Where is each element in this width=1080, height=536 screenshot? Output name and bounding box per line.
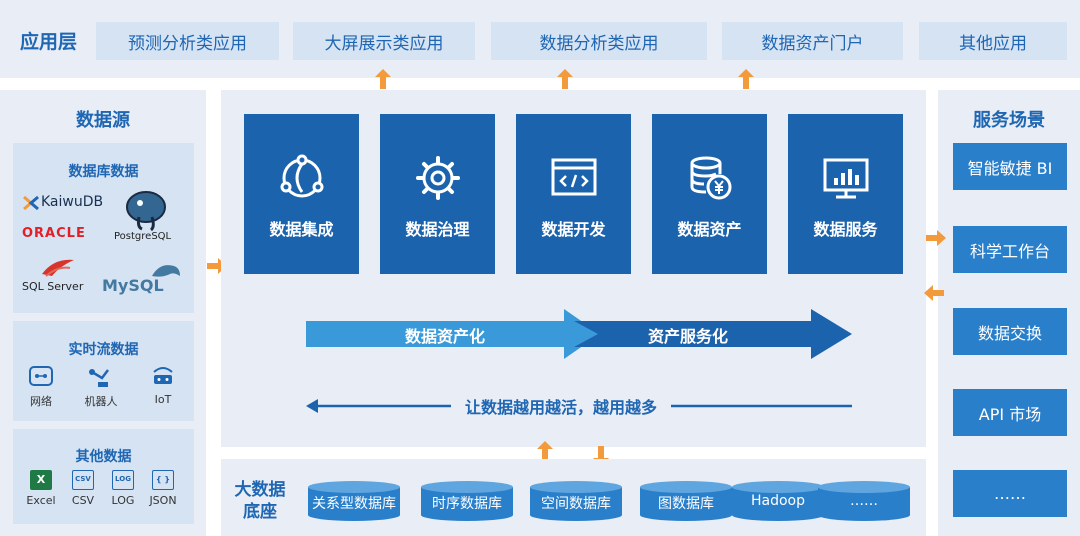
sql-server-logo: SQL Server xyxy=(22,280,84,293)
card-label: 数据服务 xyxy=(813,220,878,239)
card-data-assets[interactable]: 数据资产 xyxy=(652,114,767,274)
service-item-bi[interactable]: 智能敏捷 BI xyxy=(953,143,1067,190)
database-yen-icon xyxy=(690,156,731,200)
big-data-base-title: 大数据 底座 xyxy=(228,479,292,523)
graph-db-label: 图数据库 xyxy=(658,496,714,512)
robot-label: 机器人 xyxy=(84,395,118,408)
robot-arm-icon xyxy=(89,369,109,387)
other-data-title: 其他数据 xyxy=(75,449,132,465)
cylinder-more xyxy=(818,481,910,521)
network-label: 网络 xyxy=(30,395,52,408)
assetization-arrow xyxy=(306,309,600,359)
json-file-icon: { } xyxy=(152,470,174,490)
realtime-stream-box xyxy=(13,321,194,421)
integration-icon xyxy=(280,154,323,198)
card-data-services[interactable]: 数据服务 xyxy=(788,114,903,274)
application-layer-title: 应用层 xyxy=(20,31,78,53)
json-label: JSON xyxy=(149,494,177,507)
card-label: 数据资产 xyxy=(677,220,742,239)
data-source-title: 数据源 xyxy=(76,110,130,131)
left-arrow-icon xyxy=(924,285,944,301)
app-item-other[interactable]: 其他应用 xyxy=(919,22,1067,60)
iot-icon xyxy=(153,367,173,384)
up-arrow-icon xyxy=(738,69,754,89)
mysql-logo: MySQL xyxy=(102,276,164,295)
app-item-data-analysis[interactable]: 数据分析类应用 xyxy=(491,22,707,60)
up-arrow-icon xyxy=(537,441,553,461)
cylinder-graph-db xyxy=(640,481,732,521)
iot-label: IoT xyxy=(154,393,172,406)
card-data-development[interactable]: 数据开发 xyxy=(516,114,631,274)
excel-label: Excel xyxy=(26,494,56,507)
relational-db-label: 关系型数据库 xyxy=(312,496,396,512)
app-item-asset-portal[interactable]: 数据资产门户 xyxy=(722,22,903,60)
csv-file-icon: CSV xyxy=(72,470,94,490)
more-db-label: …… xyxy=(850,493,878,509)
app-item-big-screen[interactable]: 大屏展示类应用 xyxy=(293,22,475,60)
csv-label: CSV xyxy=(71,494,95,507)
service-scenarios-title: 服务场景 xyxy=(973,110,1045,131)
base-title-line1: 大数据 xyxy=(234,480,286,500)
governance-gear-icon xyxy=(415,156,460,200)
assetization-label: 数据资产化 xyxy=(405,327,486,346)
feedback-label: 让数据越用越活，越用越多 xyxy=(451,394,672,418)
card-data-governance[interactable]: 数据治理 xyxy=(380,114,495,274)
realtime-stream-title: 实时流数据 xyxy=(68,342,139,358)
service-item-api-market[interactable]: API 市场 xyxy=(953,389,1067,436)
card-data-integration[interactable]: 数据集成 xyxy=(244,114,359,274)
excel-file-icon: X xyxy=(30,470,52,490)
cylinder-hadoop xyxy=(732,481,824,521)
cylinder-relational-db xyxy=(308,481,400,521)
timeseries-db-label: 时序数据库 xyxy=(432,496,502,512)
spatial-db-label: 空间数据库 xyxy=(541,496,611,512)
service-item-workbench[interactable]: 科学工作台 xyxy=(953,226,1067,273)
database-data-title: 数据库数据 xyxy=(68,164,139,180)
network-icon xyxy=(29,366,53,386)
log-label: LOG xyxy=(111,494,135,507)
kaiwudb-logo: KaiwuDB xyxy=(41,194,104,210)
code-window-icon xyxy=(551,158,596,196)
app-item-prediction[interactable]: 预测分析类应用 xyxy=(96,22,279,60)
process-arrows xyxy=(306,309,852,359)
service-arrow xyxy=(574,309,852,359)
postgresql-elephant-icon xyxy=(126,191,166,231)
card-label: 数据开发 xyxy=(541,220,606,239)
card-label: 数据治理 xyxy=(405,220,470,239)
kaiwudb-logo-icon xyxy=(23,195,39,211)
oracle-logo: ORACLE xyxy=(22,226,86,241)
up-arrow-icon xyxy=(557,69,573,89)
log-file-icon: LOG xyxy=(112,470,134,490)
right-arrow-icon xyxy=(926,230,946,246)
up-arrow-icon xyxy=(375,69,391,89)
card-label: 数据集成 xyxy=(269,220,334,239)
mysql-dolphin-icon xyxy=(152,265,180,277)
dashboard-chart-icon xyxy=(823,158,868,199)
service-item-data-exchange[interactable]: 数据交换 xyxy=(953,308,1067,355)
hadoop-label: Hadoop xyxy=(750,493,805,509)
service-item-more[interactable]: …… xyxy=(953,470,1067,517)
servitization-label: 资产服务化 xyxy=(648,327,729,346)
base-title-line2: 底座 xyxy=(243,502,277,522)
cylinder-spatial-db xyxy=(530,481,622,521)
database-data-box xyxy=(13,143,194,313)
sql-server-logo-icon xyxy=(42,259,74,277)
cylinder-timeseries-db xyxy=(421,481,513,521)
postgresql-logo: PostgreSQL xyxy=(114,231,172,242)
